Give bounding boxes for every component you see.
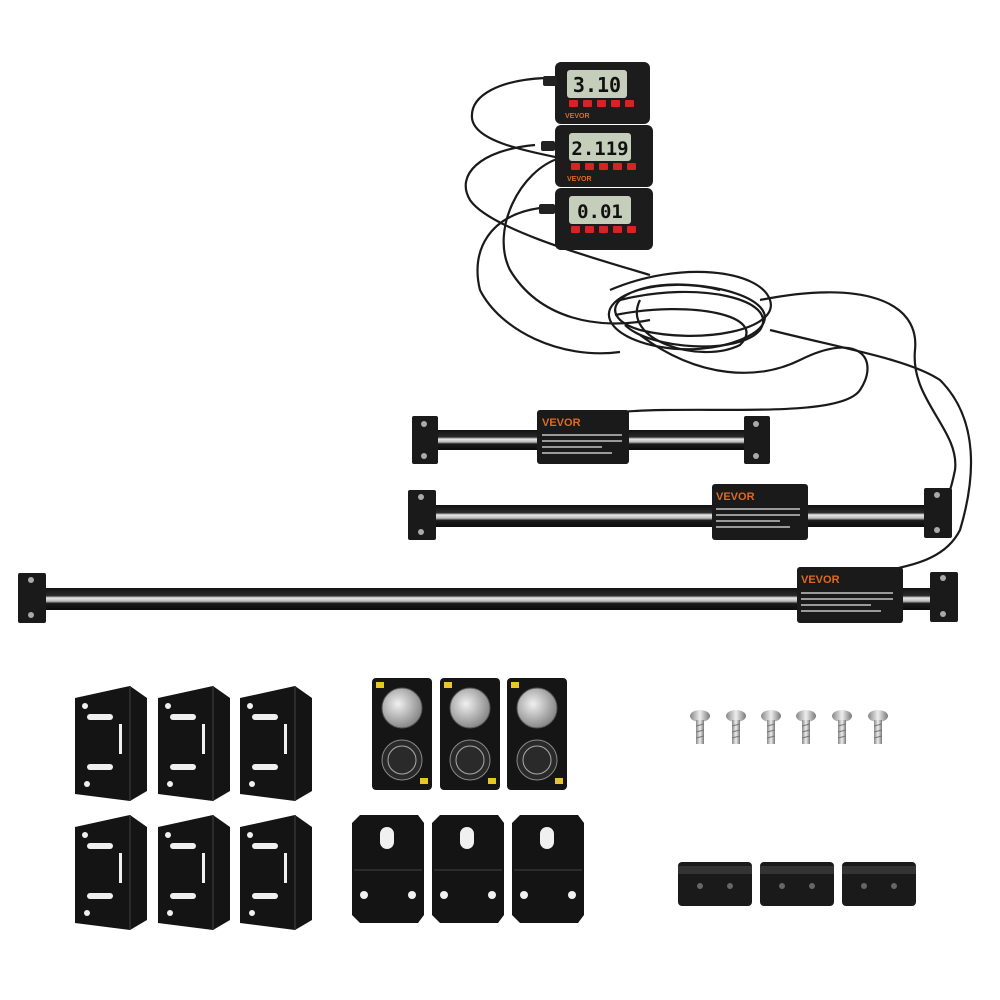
scale-brand: VEVOR bbox=[542, 417, 581, 429]
digital-readout-1: 3.10 VEVOR bbox=[543, 62, 650, 124]
screw bbox=[868, 710, 888, 744]
clamp-block bbox=[678, 862, 752, 906]
flat-brackets bbox=[352, 815, 584, 923]
linear-scale-short: VEVOR bbox=[412, 410, 770, 464]
digital-readout-2: 2.119 VEVOR bbox=[541, 125, 653, 187]
screw bbox=[690, 710, 710, 744]
l-bracket bbox=[158, 815, 230, 930]
display-buttons bbox=[571, 226, 636, 233]
scale-brand: VEVOR bbox=[716, 491, 755, 503]
cables bbox=[464, 76, 973, 572]
digital-readout-3: 0.01 bbox=[539, 188, 653, 250]
battery-packs bbox=[372, 678, 567, 790]
flat-bracket bbox=[432, 815, 504, 923]
battery-pack bbox=[507, 678, 567, 790]
display-reading: 3.10 bbox=[573, 73, 621, 97]
flat-bracket bbox=[512, 815, 584, 923]
clamp-block bbox=[842, 862, 916, 906]
scale-brand: VEVOR bbox=[801, 574, 840, 586]
clamp-blocks bbox=[678, 862, 916, 906]
linear-scale-medium: VEVOR bbox=[408, 484, 952, 540]
display-buttons bbox=[569, 100, 634, 107]
l-bracket bbox=[75, 815, 147, 930]
screws bbox=[690, 710, 888, 744]
brand-logo: VEVOR bbox=[565, 113, 590, 120]
display-buttons bbox=[571, 163, 636, 170]
brand-logo: VEVOR bbox=[567, 176, 592, 183]
l-bracket bbox=[240, 686, 312, 801]
l-bracket bbox=[75, 686, 147, 801]
clamp-block bbox=[760, 862, 834, 906]
l-bracket bbox=[240, 815, 312, 930]
l-brackets bbox=[75, 686, 312, 930]
screw bbox=[796, 710, 816, 744]
l-bracket bbox=[158, 686, 230, 801]
display-reading: 2.119 bbox=[571, 138, 628, 160]
flat-bracket bbox=[352, 815, 424, 923]
linear-scale-long: VEVOR bbox=[18, 567, 958, 623]
display-reading: 0.01 bbox=[577, 201, 623, 223]
battery-pack bbox=[372, 678, 432, 790]
screw bbox=[832, 710, 852, 744]
battery-pack bbox=[440, 678, 500, 790]
screw bbox=[726, 710, 746, 744]
screw bbox=[761, 710, 781, 744]
